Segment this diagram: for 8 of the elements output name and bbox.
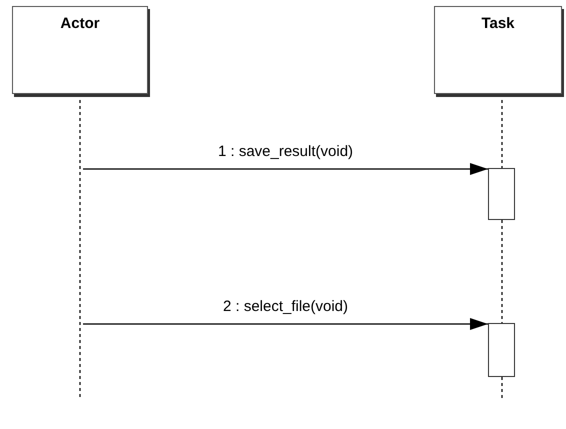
lifeline — [501, 377, 503, 400]
message-arrow — [83, 163, 488, 175]
lifeline-box: Task — [434, 6, 562, 94]
lifeline-box: Actor — [12, 6, 148, 94]
lifeline — [501, 220, 503, 323]
message-arrow — [83, 318, 488, 330]
activation-bar — [488, 168, 515, 220]
activation-bar — [488, 323, 515, 377]
